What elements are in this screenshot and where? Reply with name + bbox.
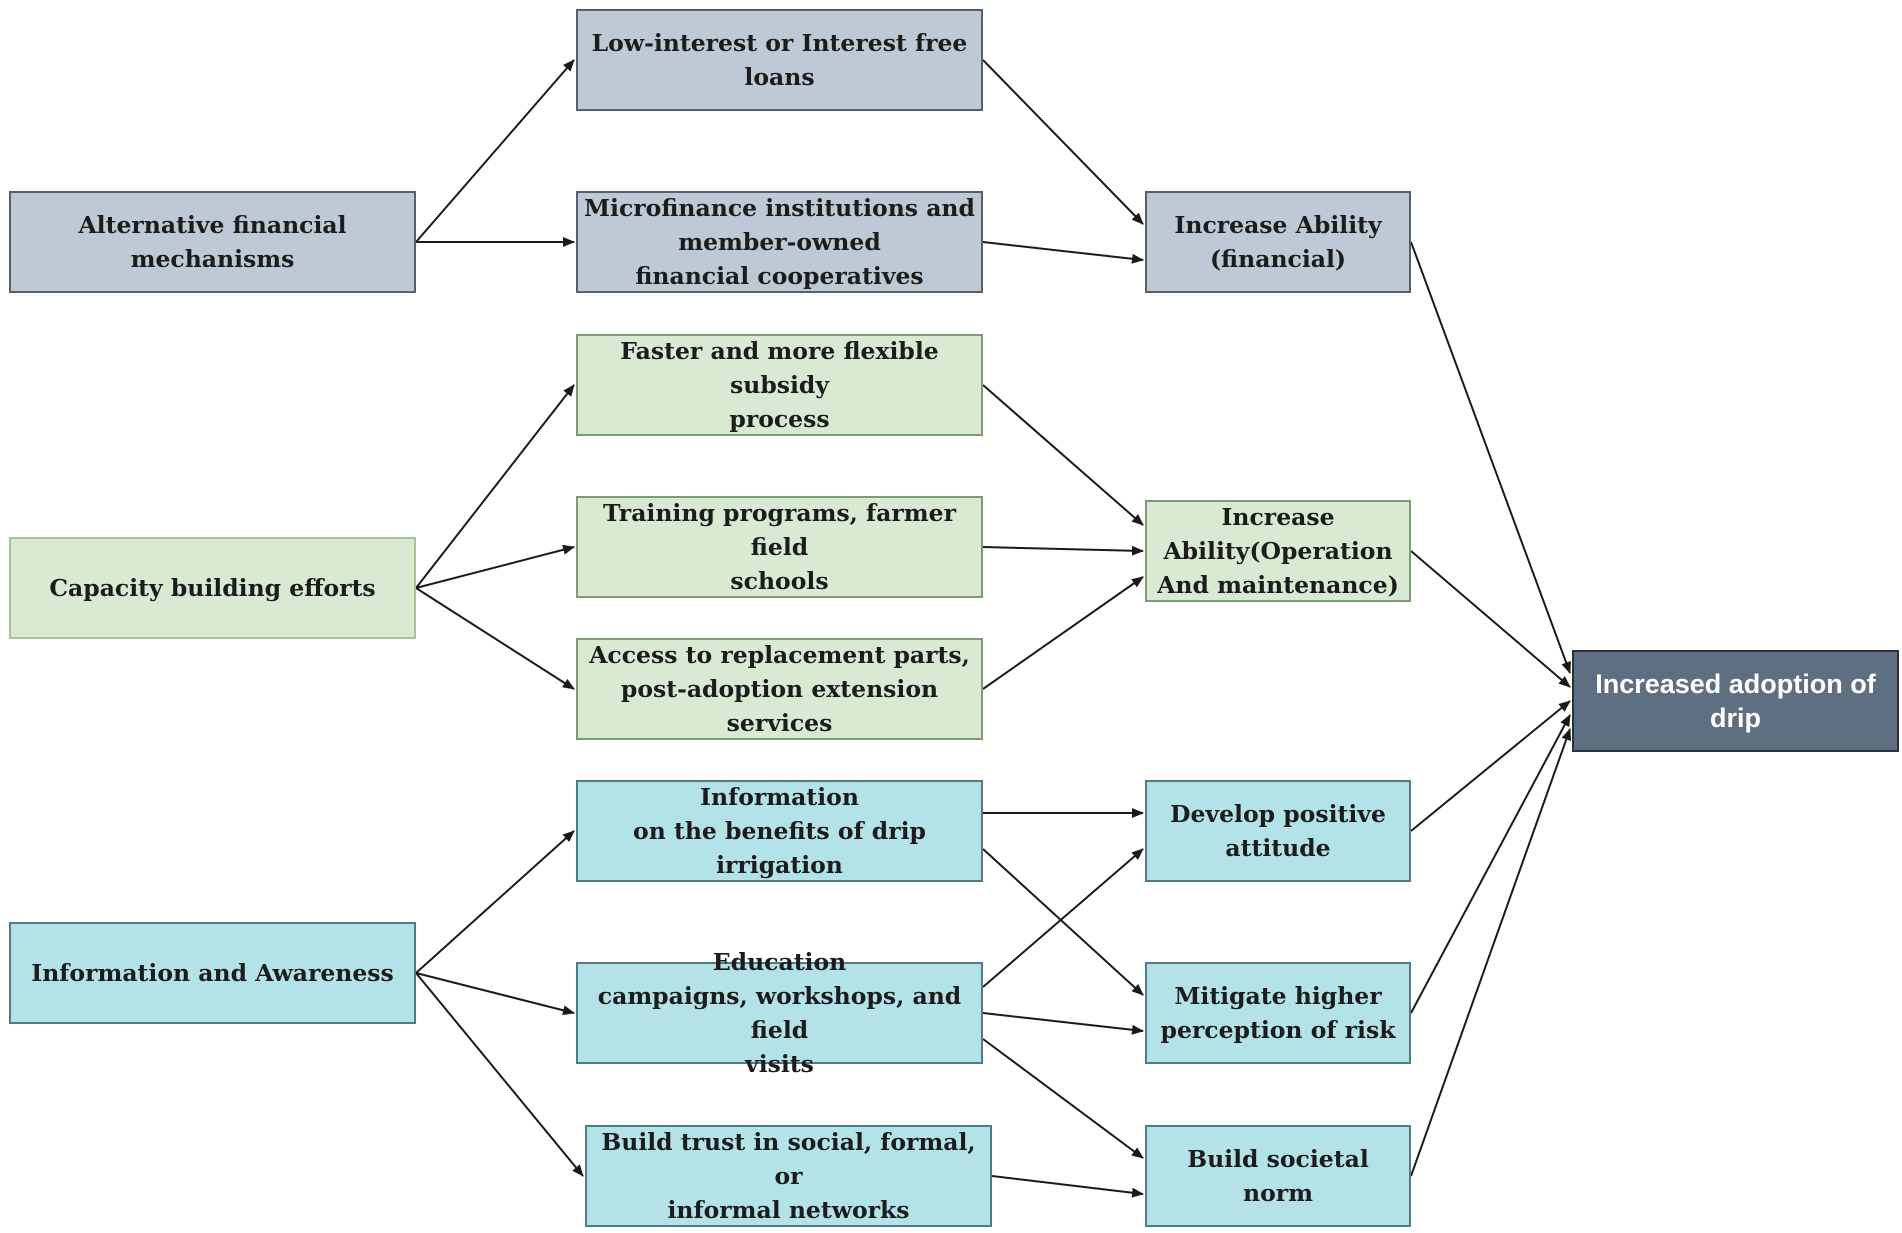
arrow-capacity-to-training: [415, 544, 575, 589]
arrow-awareness-to-benefits: [415, 830, 575, 974]
arrow-attitude-to-adoption: [1410, 700, 1571, 832]
node-alternative-financial-mechanisms: Alternative financial mechanisms: [9, 191, 416, 293]
arrow-norm-to-adoption: [1410, 728, 1572, 1177]
node-increased-adoption-of-drip: Increased adoption of drip: [1572, 650, 1899, 752]
arrow-awareness-to-education: [415, 972, 575, 1016]
arrow-parts-to-inc_op: [982, 576, 1144, 690]
arrow-inc_fin-to-adoption: [1410, 241, 1571, 674]
arrow-inc_op-to-adoption: [1410, 550, 1571, 688]
arrow-training-to-inc_op: [982, 545, 1144, 556]
arrow-capacity-to-subsidy: [415, 384, 575, 589]
arrow-education-to-norm: [982, 1038, 1144, 1159]
arrow-loans-to-inc_fin: [982, 59, 1144, 225]
node-increase-ability-financial: Increase Ability (financial): [1145, 191, 1411, 293]
arrow-capacity-to-parts: [415, 587, 575, 690]
node-information-benefits-drip: Information on the benefits of drip irri…: [576, 780, 983, 882]
node-microfinance-institutions: Microfinance institutions and member-own…: [576, 191, 983, 293]
node-develop-positive-attitude: Develop positive attitude: [1145, 780, 1411, 882]
node-training-programs: Training programs, farmer field schools: [576, 496, 983, 598]
arrow-education-to-risk: [982, 1012, 1144, 1035]
node-information-and-awareness: Information and Awareness: [9, 922, 416, 1024]
node-capacity-building-efforts: Capacity building efforts: [9, 537, 416, 639]
arrow-microfinance-to-inc_fin: [982, 241, 1144, 264]
node-low-interest-loans: Low-interest or Interest free loans: [576, 9, 983, 111]
node-mitigate-perception-risk: Mitigate higher perception of risk: [1145, 962, 1411, 1064]
node-education-campaigns: Education campaigns, workshops, and fiel…: [576, 948, 983, 1078]
arrow-benefits-to-risk: [982, 848, 1144, 996]
node-increase-ability-operation: Increase Ability(Operation And maintenan…: [1145, 500, 1411, 602]
arrow-awareness-to-trust: [415, 972, 584, 1177]
arrow-risk-to-adoption: [1410, 714, 1571, 1014]
arrow-subsidy-to-inc_op: [982, 384, 1144, 526]
node-access-replacement-parts: Access to replacement parts, post-adopti…: [576, 638, 983, 740]
node-build-trust-networks: Build trust in social, formal, or inform…: [585, 1125, 992, 1227]
arrow-trust-to-norm: [991, 1175, 1144, 1198]
node-build-societal-norm: Build societal norm: [1145, 1125, 1411, 1227]
arrow-education-to-attitude: [982, 848, 1144, 988]
node-faster-subsidy-process: Faster and more flexible subsidy process: [576, 334, 983, 436]
arrow-alt_fin-to-loans: [415, 59, 575, 243]
